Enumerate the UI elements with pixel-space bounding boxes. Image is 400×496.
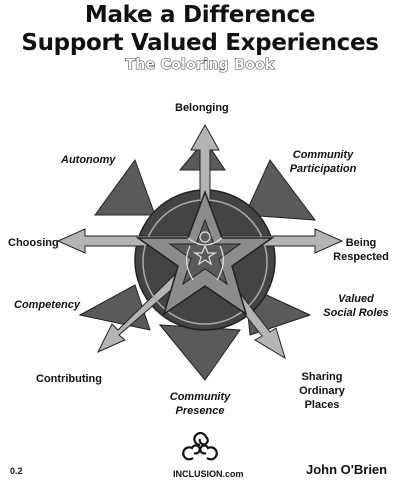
figure-left-curve <box>186 245 194 281</box>
label-community-participation-line2: Participation <box>289 163 357 175</box>
logo-spiral-left <box>182 444 201 461</box>
label-valued-social-roles: Valued Social Roles <box>316 292 396 320</box>
star-point-top-left <box>94 158 156 216</box>
title-line-2: Support Valued Experiences <box>21 30 379 56</box>
star-point-bottom-left <box>78 284 151 331</box>
label-contributing: Contributing <box>36 373 102 385</box>
inclusion-logo <box>182 431 218 461</box>
label-choosing: Choosing <box>8 237 59 249</box>
label-being-respected-line2: Respected <box>333 251 389 263</box>
logo-spiral-top <box>193 431 209 447</box>
star-point-bottom <box>158 324 241 381</box>
label-sharing-ordinary-places-line2: Ordinary <box>299 385 345 397</box>
label-community-participation: Community Participation <box>278 148 368 176</box>
label-being-respected-line1: Being <box>345 237 377 249</box>
label-autonomy: Autonomy <box>61 154 116 166</box>
version-number: 0.2 <box>10 466 23 476</box>
label-valued-social-roles-line1: Valued <box>338 293 374 305</box>
label-valued-social-roles-line2: Social Roles <box>323 307 389 319</box>
label-belonging: Belonging <box>175 102 229 114</box>
label-sharing-ordinary-places: Sharing Ordinary Places <box>282 370 362 412</box>
logo-spiral-right <box>199 444 218 461</box>
author-name: John O'Brien <box>306 462 388 477</box>
star-point-top-right <box>244 159 317 221</box>
label-sharing-ordinary-places-line3: Places <box>304 399 340 411</box>
label-competency: Competency <box>14 299 81 311</box>
site-name: INCLUSION.com <box>173 469 244 479</box>
label-community-presence-line2: Presence <box>175 405 225 417</box>
label-being-respected: Being Respected <box>326 236 396 264</box>
label-community-participation-line1: Community <box>292 149 354 161</box>
figure-right-curve <box>216 245 224 281</box>
inner-star <box>168 218 242 286</box>
figure-emblem <box>186 231 224 281</box>
label-community-presence-line1: Community <box>169 391 231 403</box>
title-line-1: Make a Difference <box>84 2 316 28</box>
figure-small-star <box>192 244 218 266</box>
label-sharing-ordinary-places-line1: Sharing <box>301 371 343 383</box>
label-community-presence: Community Presence <box>160 390 240 418</box>
figure-head <box>199 231 211 243</box>
subtitle: The Coloring Book <box>125 56 275 73</box>
